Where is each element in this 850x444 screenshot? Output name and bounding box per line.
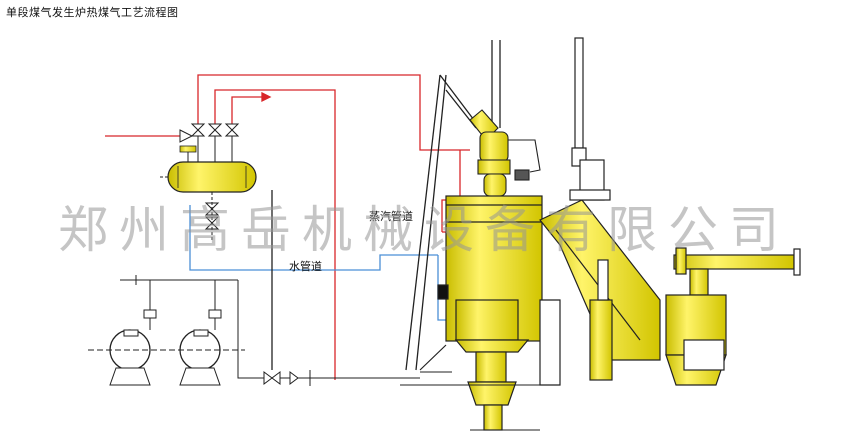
valve-cluster: [179, 123, 240, 240]
diagram-title: 单段煤气发生炉热煤气工艺流程图: [6, 6, 179, 19]
stack-piston: [569, 37, 611, 201]
pump-right: [160, 280, 420, 386]
water-lines: [189, 205, 448, 321]
inclined-duct: [539, 199, 661, 381]
water-valve: [263, 190, 311, 386]
watermark: 郑州高岳机械设备有限公司: [58, 201, 790, 259]
ground-line: [400, 371, 560, 431]
water-pipe-label: 水管道: [289, 260, 322, 273]
coal-hopper: [469, 109, 541, 197]
steam-header-tank: [160, 136, 257, 193]
cyclone-tower: [665, 247, 801, 386]
steam-pipe-label: 蒸汽管道: [369, 210, 413, 223]
pump-left: [88, 275, 238, 386]
